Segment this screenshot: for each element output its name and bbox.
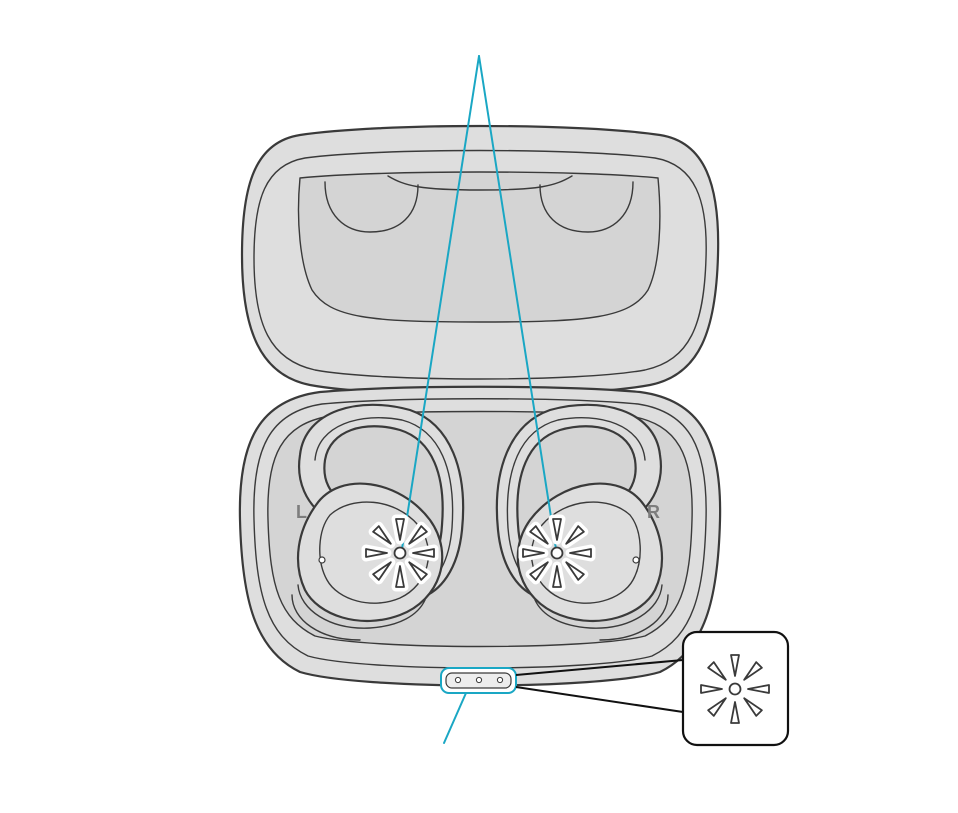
right-earbud-led-icon xyxy=(523,519,591,587)
case-lid xyxy=(240,124,720,396)
led-zoom-box xyxy=(681,630,790,747)
left-earbud-led-icon xyxy=(366,519,434,587)
right-label: R xyxy=(647,502,660,522)
led-indicator-icon xyxy=(701,655,769,723)
left-label: L xyxy=(296,502,307,522)
callout-lines xyxy=(401,55,557,744)
zoom-connector xyxy=(515,659,684,713)
case-led-indicator xyxy=(440,667,517,694)
